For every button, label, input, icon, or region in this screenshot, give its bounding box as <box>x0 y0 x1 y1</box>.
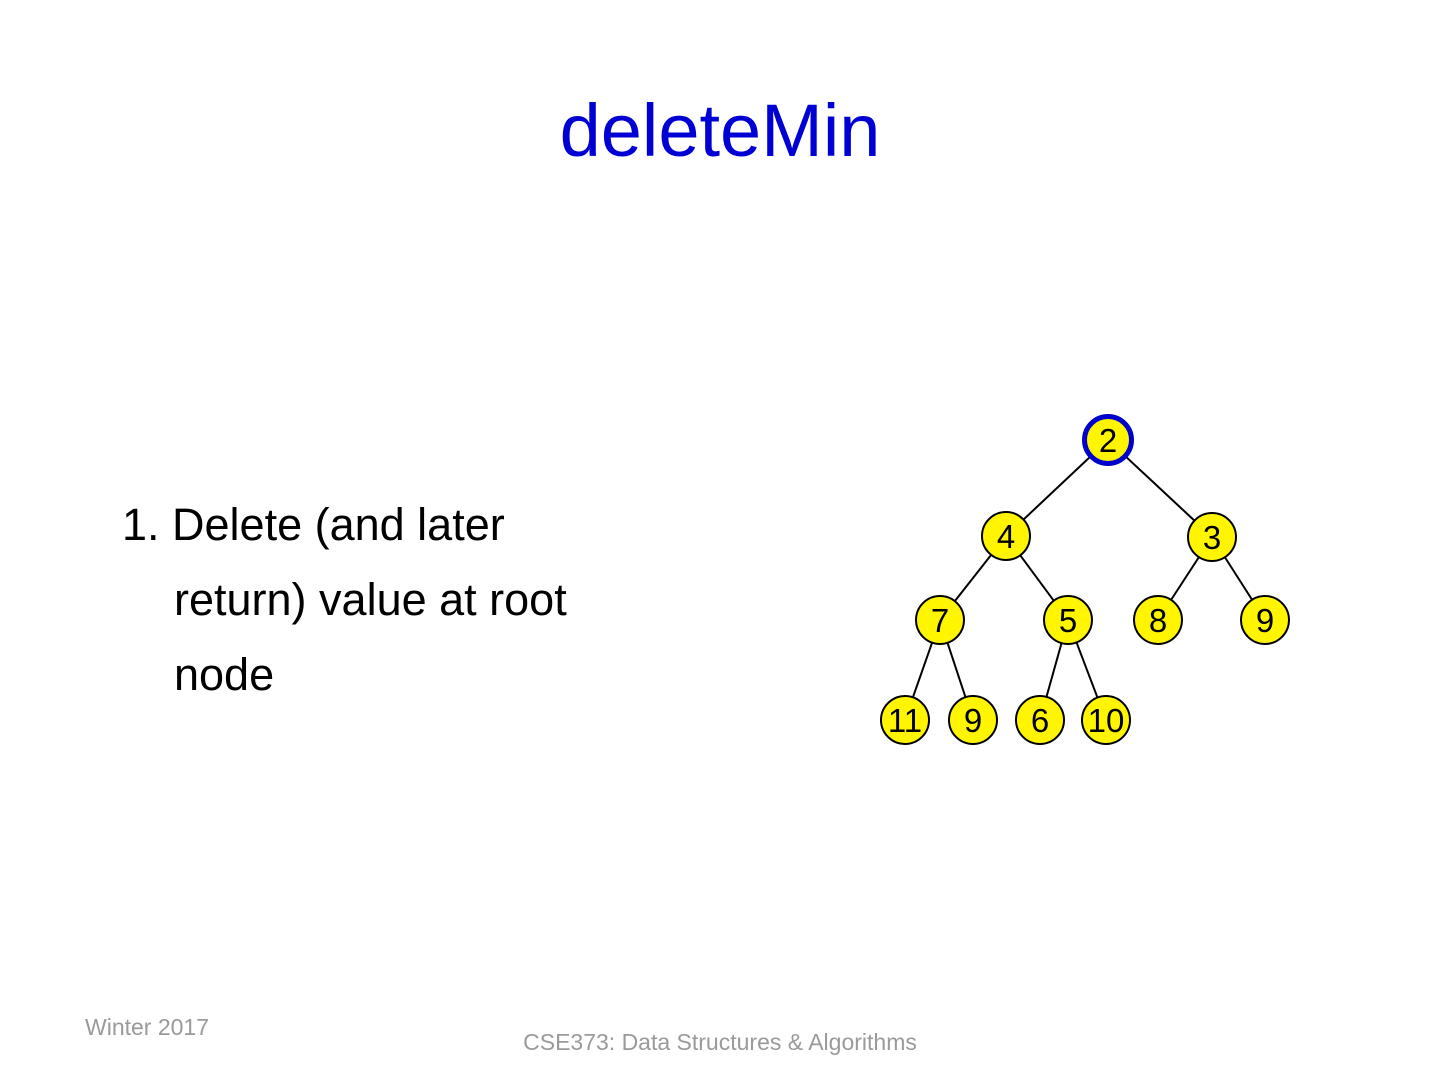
tree-node-label: 8 <box>1148 601 1168 639</box>
tree-edge <box>1045 642 1063 698</box>
tree-node-label: 9 <box>963 701 983 739</box>
tree-edge <box>1170 556 1200 601</box>
tree-edge <box>946 642 967 698</box>
tree-node-5: 5 <box>1043 595 1093 645</box>
tree-node-6: 6 <box>1015 695 1065 745</box>
tree-node-11: 11 <box>880 695 930 745</box>
tree-edge-layer <box>911 456 1253 698</box>
tree-node-8: 8 <box>1133 595 1183 645</box>
tree-edge <box>1019 554 1055 602</box>
tree-node-label: 4 <box>996 517 1016 555</box>
bullet-list: 1. Delete (and later return) value at ro… <box>122 487 762 712</box>
footer-term: Winter 2017 <box>85 1014 210 1040</box>
tree-edge <box>1224 556 1253 601</box>
tree-node-3: 3 <box>1187 512 1237 562</box>
tree-edge <box>911 642 934 698</box>
tree-edge <box>1022 456 1091 521</box>
tree-node-label: 6 <box>1030 701 1050 739</box>
bullet-line-2: return) value at root <box>174 574 567 625</box>
tree-node-label: 2 <box>1098 421 1118 459</box>
binary-heap-tree-diagram: 2 4 3 7 5 8 9 11 9 6 10 <box>850 395 1320 765</box>
page-title: deleteMin <box>559 89 881 172</box>
tree-node-10: 10 <box>1081 695 1131 745</box>
tree-edge <box>1075 642 1099 698</box>
tree-node-label: 10 <box>1087 701 1125 739</box>
tree-node-9: 9 <box>948 695 998 745</box>
tree-node-label: 3 <box>1202 518 1222 556</box>
tree-node-label: 5 <box>1058 601 1078 639</box>
tree-node-2: 2 <box>1082 414 1134 466</box>
tree-node-4: 4 <box>981 511 1031 561</box>
tree-edge <box>954 554 992 602</box>
tree-node-label: 7 <box>930 601 950 639</box>
footer-course: CSE373: Data Structures & Algorithms <box>523 1029 917 1055</box>
bullet-line-1: 1. Delete (and later <box>122 499 505 550</box>
tree-node-label: 9 <box>1255 601 1275 639</box>
bullet-line-3: node <box>174 649 275 700</box>
tree-node-label: 11 <box>887 701 923 739</box>
tree-edge <box>1125 456 1196 522</box>
tree-node-7: 7 <box>915 595 965 645</box>
tree-node-9: 9 <box>1240 595 1290 645</box>
